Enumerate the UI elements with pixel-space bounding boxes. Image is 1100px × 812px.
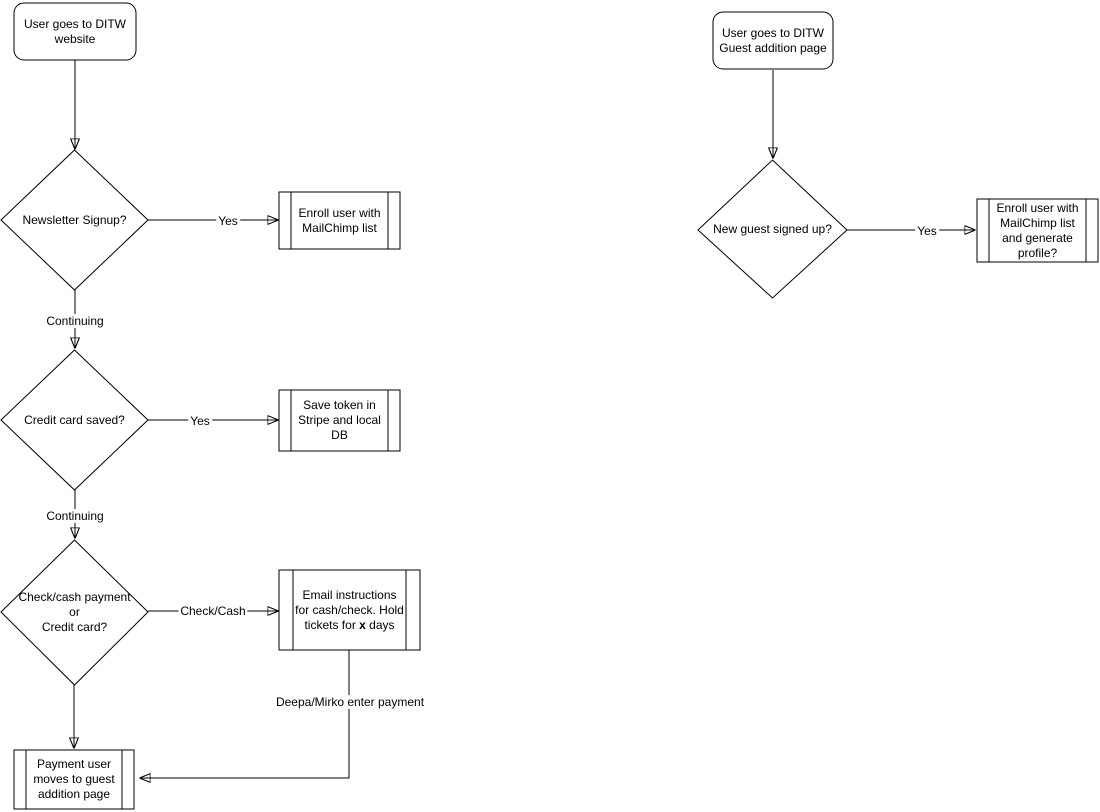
decision-credit-card-saved [0,349,149,491]
arrow-email-to-paymentuser [141,650,350,778]
process-payment-user [13,749,135,810]
start-node-website [13,2,137,61]
process-save-token [278,389,401,452]
process-enroll-mailchimp [278,191,401,250]
process-email-instructions [278,569,421,651]
decision-new-guest-signed-up [697,159,848,299]
decision-payment-type [0,539,149,686]
decision-newsletter-signup [0,149,149,291]
start-node-guest-page [712,11,834,70]
process-enroll-generate-profile [976,198,1099,263]
